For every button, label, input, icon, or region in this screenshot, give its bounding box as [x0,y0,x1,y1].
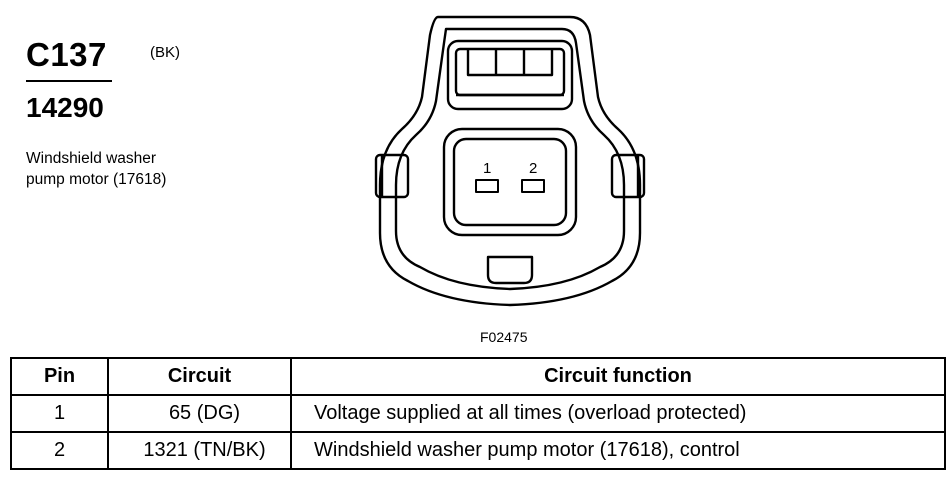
pin-1-label: 1 [483,160,491,177]
locking-tab-inner [454,47,566,97]
connector-id: C137 [26,36,107,73]
figure-code: F02475 [480,329,528,345]
right-ear [610,153,646,199]
connector-description: Windshield washer pump motor (17618) [26,150,167,188]
table-row: 2 1321 (TN/BK) Windshield washer pump mo… [10,431,946,470]
cell-circuit-function: Voltage supplied at all times (overload … [290,394,946,433]
pin-table: Pin Circuit Circuit function 1 65 (DG) V… [10,357,946,470]
cell-circuit-function: Windshield washer pump motor (17618), co… [290,431,946,470]
terminal-cavity-inner [452,137,568,227]
header-circuit-function: Circuit function [290,357,946,396]
header-circuit: Circuit [107,357,292,396]
connector-face-drawing: 1 2 [374,15,646,307]
cell-circuit: 1321 (TN/BK) [107,431,292,470]
locking-tab [446,39,574,111]
connector-color-code: (BK) [150,44,180,61]
header-pin: Pin [10,357,109,396]
bottom-key-notch [486,255,534,285]
connector-id-underline [26,80,112,82]
table-header-row: Pin Circuit Circuit function [10,357,946,396]
pin-2-terminal [521,179,545,193]
cell-pin: 1 [10,394,109,433]
pin-1-terminal [475,179,499,193]
housing-outer-outline [378,15,642,307]
housing-inner-outline [394,27,626,291]
part-number: 14290 [26,92,104,123]
terminal-cavity-outer [442,127,578,237]
pin-2-label: 2 [529,160,537,177]
cell-circuit: 65 (DG) [107,394,292,433]
table-row: 1 65 (DG) Voltage supplied at all times … [10,394,946,433]
cell-pin: 2 [10,431,109,470]
left-ear [374,153,410,199]
